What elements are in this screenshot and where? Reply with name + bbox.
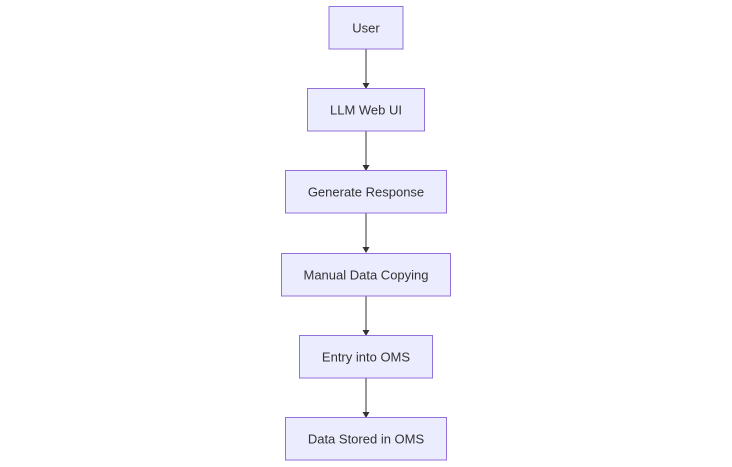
node-user: User bbox=[328, 6, 404, 50]
node-box bbox=[285, 417, 447, 461]
node-manual-data-copying: Manual Data Copying bbox=[281, 253, 451, 297]
edge-manual-data-copying-to-entry-into-oms bbox=[362, 296, 370, 336]
node-label: Entry into OMS bbox=[322, 350, 410, 365]
node-box bbox=[328, 6, 404, 50]
node-box bbox=[299, 335, 433, 379]
node-box bbox=[281, 253, 451, 297]
edge-llm-web-ui-to-generate-response bbox=[362, 131, 370, 171]
flowchart-edges bbox=[362, 49, 370, 418]
edge-entry-into-oms-to-data-stored-in-oms bbox=[362, 378, 370, 418]
arrowhead-icon bbox=[362, 165, 370, 171]
node-data-stored-in-oms: Data Stored in OMS bbox=[285, 417, 447, 461]
edge-generate-response-to-manual-data-copying bbox=[362, 213, 370, 253]
node-box bbox=[307, 88, 425, 132]
node-label: Manual Data Copying bbox=[303, 268, 428, 283]
arrowhead-icon bbox=[362, 83, 370, 89]
edge-user-to-llm-web-ui bbox=[362, 49, 370, 89]
node-box bbox=[285, 170, 447, 214]
arrowhead-icon bbox=[362, 330, 370, 336]
node-llm-web-ui: LLM Web UI bbox=[307, 88, 425, 132]
node-generate-response: Generate Response bbox=[285, 170, 447, 214]
node-label: LLM Web UI bbox=[330, 103, 402, 118]
node-label: User bbox=[352, 21, 380, 36]
node-label: Generate Response bbox=[308, 185, 424, 200]
node-label: Data Stored in OMS bbox=[308, 432, 425, 447]
arrowhead-icon bbox=[362, 247, 370, 253]
arrowhead-icon bbox=[362, 412, 370, 418]
node-entry-into-oms: Entry into OMS bbox=[299, 335, 433, 379]
flowchart-nodes: User LLM Web UI Generate Response Manual… bbox=[281, 6, 451, 461]
